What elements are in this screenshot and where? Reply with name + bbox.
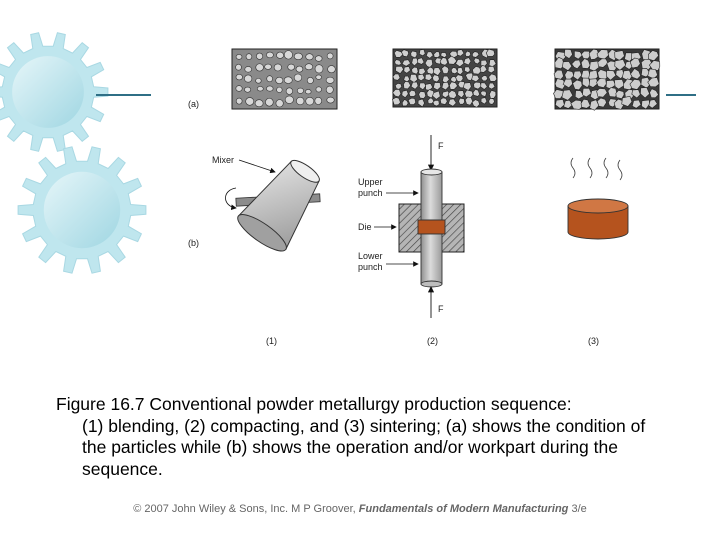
footer-prefix: © 2007 John Wiley & Sons, Inc. M P Groov… <box>133 503 359 515</box>
pm-sequence-figure: (a) (b) Mixer F Upper punch Die <box>188 48 661 346</box>
figure-caption: Figure 16.7 Conventional powder metallur… <box>56 394 666 480</box>
caption-body: (1) blending, (2) compacting, and (3) si… <box>82 415 646 479</box>
lower-punch-label-2: punch <box>358 262 383 272</box>
force-label-bottom: F <box>438 304 444 314</box>
row-label-a: (a) <box>188 99 199 109</box>
panel-blended-particles <box>231 48 338 110</box>
sintered-part-drawing <box>567 157 629 240</box>
panel-compacted-particles <box>392 48 498 108</box>
caption-line-1: Figure 16.7 Conventional powder metallur… <box>56 394 572 414</box>
gear-icon <box>17 146 147 274</box>
footer-book-title: Fundamentals of Modern Manufacturing <box>358 503 569 515</box>
row-label-b: (b) <box>188 238 199 248</box>
force-label-top: F <box>438 141 444 151</box>
die-label: Die <box>358 222 372 232</box>
accent-rule-left <box>96 94 151 96</box>
panel-sintered-particles <box>553 48 661 111</box>
accent-rule-right <box>666 94 696 96</box>
decorative-gears <box>0 32 147 274</box>
mixer-drawing: Mixer <box>212 155 321 252</box>
compact-part <box>417 219 446 235</box>
mixer-label: Mixer <box>212 155 234 165</box>
press-drawing: F Upper punch Die Lower punch F <box>358 135 465 318</box>
column-label-3: (3) <box>588 336 599 346</box>
column-label-1: (1) <box>266 336 277 346</box>
upper-punch-label-1: Upper <box>358 177 383 187</box>
upper-punch-label-2: punch <box>358 188 383 198</box>
column-label-2: (2) <box>427 336 438 346</box>
gear-icon <box>0 32 109 152</box>
lower-punch-label-1: Lower <box>358 251 383 261</box>
footer-suffix: 3/e <box>568 503 587 515</box>
copyright-footer: © 2007 John Wiley & Sons, Inc. M P Groov… <box>0 503 720 515</box>
